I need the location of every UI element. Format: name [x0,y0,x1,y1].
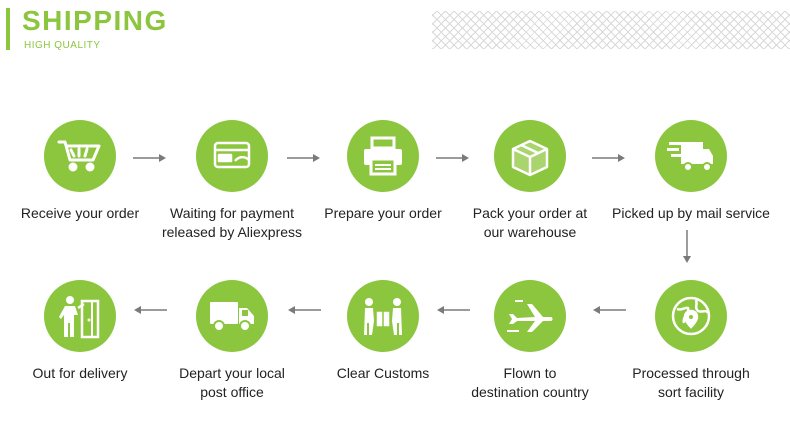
arrow-left-icon [133,305,167,315]
globe-pin-icon [655,280,727,352]
step-label: Prepare your order [324,205,442,221]
header-accent-bar [6,8,10,50]
step-flown: Flown to destination country [455,280,605,402]
arrow-left-icon [592,305,626,315]
delivery-truck-icon [655,120,727,192]
step-picked-up: Picked up by mail service [612,120,770,223]
printer-icon [347,120,419,192]
courier-icon [44,280,116,352]
cart-icon [44,120,116,192]
step-label: Processed through sort facility [632,365,750,400]
step-prepare-order: Prepare your order [308,120,458,223]
step-label: Waiting for payment released by Aliexpre… [161,205,303,240]
customs-people-icon [347,280,419,352]
step-clear-customs: Clear Customs [308,280,458,383]
airplane-icon [494,280,566,352]
step-label: Clear Customs [336,365,430,381]
van-icon [196,280,268,352]
step-sort-facility: Processed through sort facility [612,280,770,402]
step-label: Depart your local post office [179,365,285,400]
payment-card-icon [196,120,268,192]
step-out-for-delivery: Out for delivery [5,280,155,383]
arrow-right-icon [592,153,626,163]
step-depart-post-office: Depart your local post office [157,280,307,402]
package-icon [494,120,566,192]
step-label: Pack your order at our warehouse [472,205,588,240]
step-label: Flown to destination country [471,365,589,400]
page-title: SHIPPING [22,5,168,36]
arrow-left-icon [287,305,321,315]
step-label: Out for delivery [32,365,128,381]
arrow-right-icon [287,153,321,163]
arrow-right-icon [133,153,167,163]
arrow-left-icon [436,305,470,315]
page-subtitle: HIGH QUALITY [24,40,101,51]
decorative-hatch-pattern [432,11,790,49]
arrow-right-icon [436,153,470,163]
arrow-down-icon [682,230,692,264]
step-pack-order: Pack your order at our warehouse [455,120,605,242]
step-label: Picked up by mail service [612,205,770,221]
step-label: Receive your order [20,205,140,221]
step-receive-order: Receive your order [5,120,155,223]
step-waiting-payment: Waiting for payment released by Aliexpre… [157,120,307,242]
